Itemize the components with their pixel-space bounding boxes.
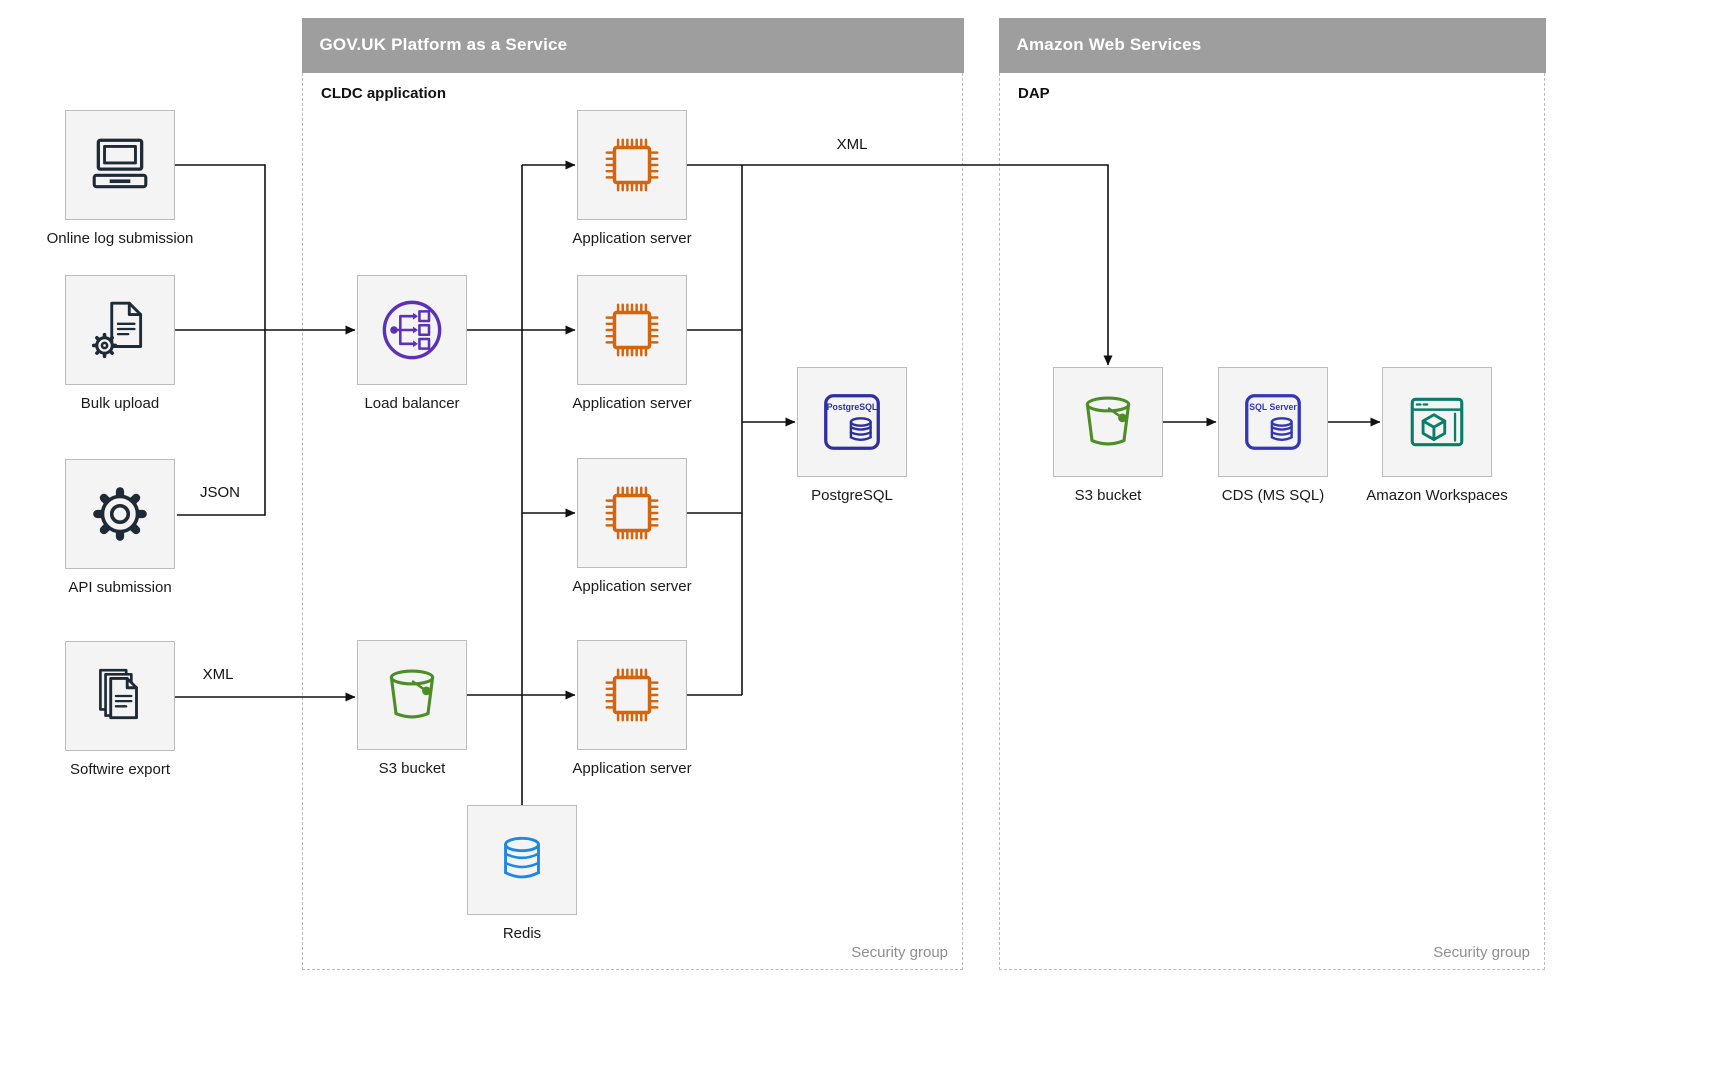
node-label: Application server — [572, 395, 692, 412]
node-redis: Redis — [467, 805, 577, 942]
gear-icon — [93, 487, 147, 541]
s3-bucket-icon — [389, 669, 435, 719]
database-icon — [504, 836, 540, 879]
node-label: Redis — [502, 925, 542, 942]
edge-label-xml-softwire: XML — [202, 666, 234, 683]
node-label: S3 bucket — [378, 760, 446, 777]
s3-bucket-box — [1053, 367, 1163, 477]
node-label: S3 bucket — [1074, 487, 1142, 504]
sql-server-badge-text: SQL Server — [1249, 402, 1297, 412]
node-load-balancer: Load balancer — [357, 275, 467, 412]
node-label: Application server — [572, 760, 692, 777]
node-postgresql: PostgreSQL PostgreSQL — [797, 367, 907, 504]
sql-server-icon: SQL Server — [1245, 394, 1301, 450]
aws-title: Amazon Web Services — [1016, 35, 1202, 54]
workspaces-box — [1382, 367, 1492, 477]
paas-security-group-label: Security group — [851, 944, 948, 961]
paas-title: GOV.UK Platform as a Service — [319, 35, 568, 54]
aws-tag: DAP — [1018, 85, 1050, 102]
api-submission-box — [65, 459, 175, 569]
node-application-server-2: Application server — [572, 275, 692, 412]
chip-icon — [605, 486, 659, 540]
aws-container: Amazon Web Services DAP Security group — [998, 17, 1546, 970]
paas-tag: CLDC application — [321, 85, 447, 102]
paas-header: GOV.UK Platform as a Service — [301, 17, 964, 73]
node-label: Application server — [572, 230, 692, 247]
node-softwire-export: Softwire export — [65, 641, 175, 778]
s3-bucket-box — [357, 640, 467, 750]
workspaces-window-cube-icon — [1410, 397, 1464, 447]
node-online-log-submission: Online log submission — [47, 110, 193, 247]
chip-icon — [605, 668, 659, 722]
application-server-box — [577, 458, 687, 568]
application-server-box — [577, 110, 687, 220]
node-cds-mssql: SQL Server CDS (MS SQL) — [1218, 367, 1328, 504]
cds-box: SQL Server — [1218, 367, 1328, 477]
softwire-export-box — [65, 641, 175, 751]
aws-header: Amazon Web Services — [998, 17, 1546, 73]
stacked-documents-icon — [99, 668, 138, 720]
postgresql-icon: PostgreSQL — [824, 394, 880, 450]
node-application-server-1: Application server — [572, 110, 692, 247]
node-label: Amazon Workspaces — [1366, 487, 1508, 504]
node-application-server-4: Application server — [572, 640, 692, 777]
node-label: Application server — [572, 578, 692, 595]
edge-label-json: JSON — [199, 484, 240, 501]
aws-security-group-label: Security group — [1433, 944, 1530, 961]
node-s3-bucket-aws: S3 bucket — [1053, 367, 1163, 504]
load-balancer-box — [357, 275, 467, 385]
paas-container: GOV.UK Platform as a Service CLDC applic… — [301, 17, 964, 970]
chip-icon — [605, 138, 659, 192]
node-label: Online log submission — [46, 230, 194, 247]
postgresql-badge-text: PostgreSQL — [827, 402, 878, 412]
postgresql-box: PostgreSQL — [797, 367, 907, 477]
node-api-submission: API submission — [65, 459, 175, 596]
node-s3-bucket-paas: S3 bucket — [357, 640, 467, 777]
application-server-box — [577, 275, 687, 385]
redis-box — [467, 805, 577, 915]
load-balancer-icon — [382, 300, 442, 360]
node-label: API submission — [68, 579, 172, 596]
chip-icon — [605, 303, 659, 357]
node-label: Softwire export — [69, 761, 171, 778]
edge-label-xml-aws: XML — [836, 136, 868, 153]
node-bulk-upload: Bulk upload — [65, 275, 175, 412]
document-gear-icon — [91, 301, 143, 359]
s3-bucket-icon — [1085, 396, 1131, 446]
node-label: Bulk upload — [80, 395, 160, 412]
online-log-box — [65, 110, 175, 220]
node-label: CDS (MS SQL) — [1221, 487, 1325, 504]
node-application-server-3: Application server — [572, 458, 692, 595]
computer-icon — [92, 138, 148, 189]
node-label: PostgreSQL — [811, 487, 893, 504]
bulk-upload-box — [65, 275, 175, 385]
node-label: Load balancer — [364, 395, 460, 412]
application-server-box — [577, 640, 687, 750]
node-amazon-workspaces: Amazon Workspaces — [1366, 367, 1508, 504]
